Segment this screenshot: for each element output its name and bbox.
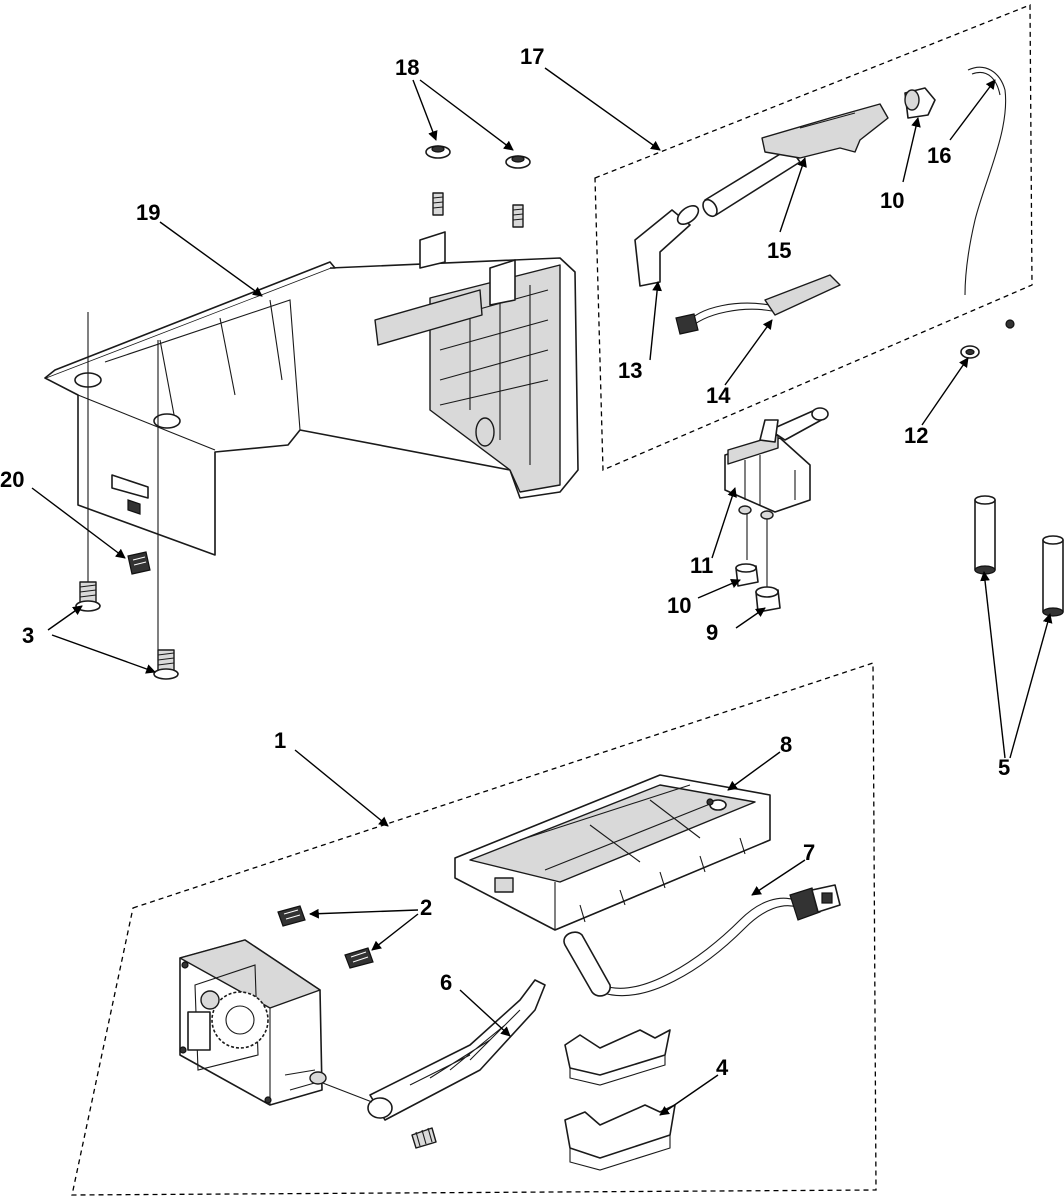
callout-4: 4 xyxy=(716,1055,729,1080)
ice-ejector-arm xyxy=(309,979,546,1121)
leader-lines xyxy=(31,67,1053,1116)
callout-14: 14 xyxy=(706,383,731,408)
callout-6: 6 xyxy=(440,970,452,995)
callout-10-bottom: 10 xyxy=(667,593,691,618)
mounting-screw xyxy=(75,581,101,612)
callout-3: 3 xyxy=(22,623,34,648)
inlet-cap xyxy=(904,87,936,119)
thermistor-harness xyxy=(563,884,841,997)
ice-maker-control-box xyxy=(179,939,323,1106)
ice-tray xyxy=(454,774,771,931)
callout-12: 12 xyxy=(904,423,928,448)
callout-13: 13 xyxy=(618,358,642,383)
callout-16: 16 xyxy=(927,143,951,168)
spacer-tube xyxy=(1042,535,1064,617)
grommet-with-screw xyxy=(425,145,451,216)
valve-nut xyxy=(755,586,781,613)
ice-bucket-housing xyxy=(44,231,579,556)
fill-tube xyxy=(702,147,801,218)
water-valve xyxy=(724,407,829,588)
tube-clamp xyxy=(960,319,1015,359)
water-line xyxy=(964,66,1007,296)
group-17-outline xyxy=(594,4,1033,471)
connector-clip xyxy=(344,947,374,969)
callout-20: 20 xyxy=(0,467,24,492)
spacer-tube xyxy=(974,495,996,575)
callout-numbers: 18 17 19 16 10 15 13 14 12 20 11 10 3 9 … xyxy=(0,44,1010,1080)
callout-8: 8 xyxy=(780,732,792,757)
callout-7: 7 xyxy=(803,840,815,865)
callout-5: 5 xyxy=(998,755,1010,780)
mounting-screw xyxy=(153,649,179,680)
tube-heater-bracket xyxy=(761,103,889,159)
callout-1: 1 xyxy=(274,728,286,753)
valve-nut xyxy=(735,563,759,587)
callout-15: 15 xyxy=(767,238,791,263)
callout-10-top: 10 xyxy=(880,188,904,213)
callout-11: 11 xyxy=(690,553,713,578)
heater-harness xyxy=(675,274,841,335)
grommet-with-screw xyxy=(505,155,531,228)
group-1-outline xyxy=(71,662,877,1196)
connector-clip xyxy=(127,551,151,575)
arm-screw xyxy=(411,1127,437,1149)
callout-2: 2 xyxy=(420,895,432,920)
fill-tube-elbow xyxy=(634,204,700,287)
mounting-bracket xyxy=(564,1029,671,1086)
callout-18: 18 xyxy=(395,55,419,80)
callout-19: 19 xyxy=(136,200,160,225)
callout-17: 17 xyxy=(520,44,544,69)
callout-9: 9 xyxy=(706,620,718,645)
connector-clip xyxy=(277,905,306,927)
mounting-bracket xyxy=(564,1104,676,1171)
